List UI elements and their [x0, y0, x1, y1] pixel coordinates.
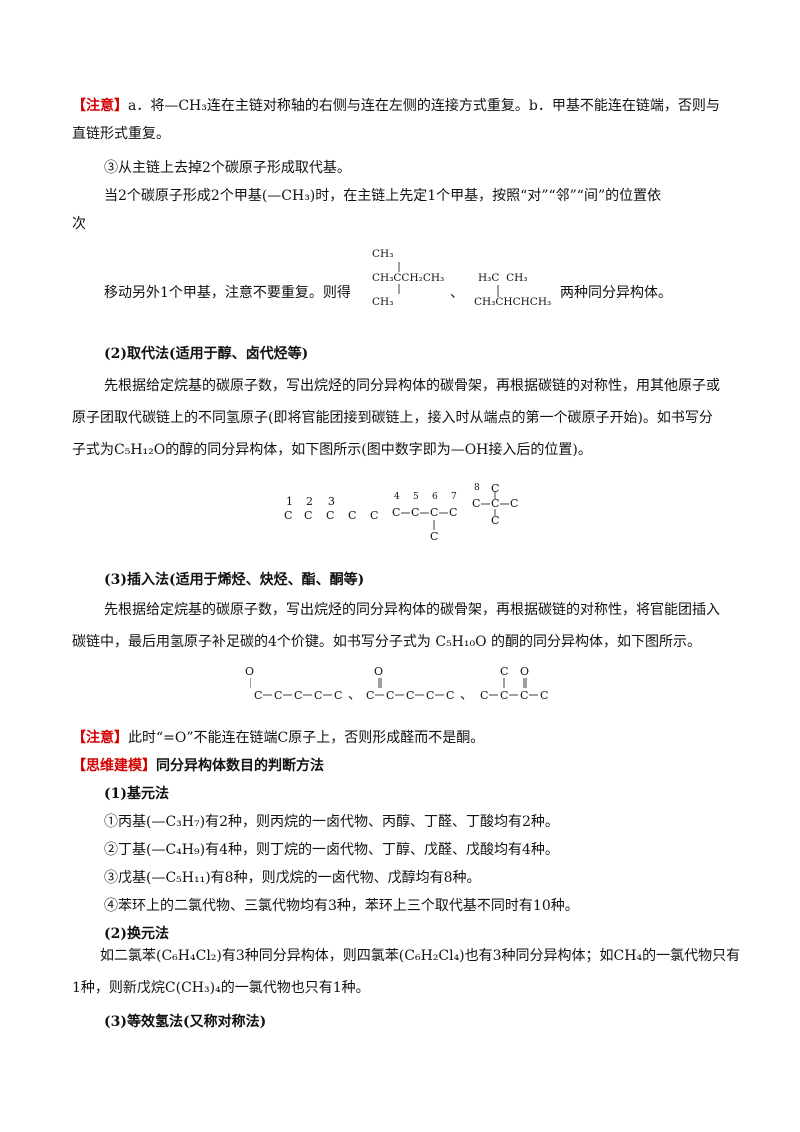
carbon: C [348, 509, 357, 522]
carbon: C [386, 689, 395, 702]
carbon: C [500, 689, 509, 702]
sub-method-line-1: 先根据给定烷基的碳原子数，写出烷烃的同分异构体的碳骨架，再根据碳链的对称性，用其… [104, 378, 720, 394]
swap-method-line-1: 如二氯苯(C₆H₄Cl₂)有3种同分异构体，则四氯苯(C₆H₂Cl₄)也有3种同… [100, 948, 741, 964]
struct-separator: 、 [450, 285, 464, 301]
carbon: C [430, 506, 439, 519]
position-number: 7 [451, 492, 457, 502]
ketone-separator: 、 [348, 688, 362, 703]
position-number: 4 [394, 492, 400, 502]
position-number: 6 [432, 492, 438, 502]
carbon: C [491, 497, 500, 510]
model-title: 同分异构体数目的判断方法 [156, 758, 324, 774]
struct-1-mid: CH₃CCH₂CH₃ [372, 272, 445, 284]
note-tag: 【注意】 [72, 98, 128, 114]
list-item: ④苯环上的二氯代物、三氯代物均有3种，苯环上三个取代基不同时有10种。 [104, 898, 579, 914]
note-tag: 【注意】 [72, 730, 128, 746]
struct-1-bonds [398, 262, 400, 294]
struct-1-top: CH₃ [372, 248, 394, 260]
position-number: 2 [306, 495, 313, 508]
carbon: C [411, 506, 420, 519]
carbon: C [491, 482, 500, 495]
two-methyl-line-1: 当2个碳原子形成2个甲基(—CH₃)时，在主链上先定1个甲基，按照“对”“邻”“… [104, 188, 662, 204]
step-3: ③从主链上去掉2个碳原子形成取代基。 [104, 160, 351, 176]
alcohol-bonds [401, 491, 509, 530]
oxygen: O [520, 665, 530, 678]
sub-method-line-2: 原子团取代碳链上的不同氢原子(即将官能团接到碳链上，接入时从端点的第一个碳原子开… [72, 410, 713, 426]
swap-method-body: 如二氯苯(C₆H₄Cl₂)有3种同分异构体，则四氯苯(C₆H₂Cl₄)也有3种同… [72, 940, 752, 1004]
equiv-method-heading: (3)等效氢法(又称对称法) [104, 1014, 267, 1030]
carbon: C [370, 509, 379, 522]
model-heading: 【思维建模】同分异构体数目的判断方法 [72, 752, 324, 780]
two-methyl-line-2: 次 [72, 216, 86, 232]
carbon: C [254, 689, 263, 702]
base-method-list: ①丙基(—C₃H₇)有2种，则丙烷的一卤代物、丙醇、丁醛、丁酸均有2种。 ②丁基… [104, 808, 744, 920]
carbon: C [510, 497, 519, 510]
sub-method-line-3: 子式为C₅H₁₂O的醇的同分异构体，如下图所示(图中数字即为—OH接入后的位置)… [72, 442, 592, 458]
carbon: C [284, 509, 293, 522]
note-text: a．将—CH₃连在主链对称轴的右侧与连在左侧的连接方式重复。b．甲基不能连在链端… [128, 98, 720, 114]
carbon: C [480, 689, 489, 702]
insert-method-body: 先根据给定烷基的碳原子数，写出烷烃的同分异构体的碳骨架，再根据碳链的对称性，将官… [72, 594, 742, 658]
two-methyl-line-3b: 两种同分异构体。 [560, 285, 672, 301]
carbon: C [334, 689, 343, 702]
carbon: C [426, 689, 435, 702]
list-item: ①丙基(—C₃H₇)有2种，则丙烷的一卤代物、丙醇、丁醛、丁酸均有2种。 [104, 814, 559, 830]
insert-method-line-2: 碳链中，最后用氢原子补足碳的4个价键。如书写分子式为 C₅H₁₀O 的酮的同分异… [72, 634, 702, 650]
list-item: ③戊基(—C₅H₁₁)有8种，则戊烷的一卤代物、戊醇均有8种。 [104, 870, 481, 886]
position-number: 5 [413, 492, 419, 502]
base-method-heading: (1)基元法 [104, 786, 169, 802]
carbon: C [314, 689, 323, 702]
swap-method-line-2: 1种，则新戊烷C(CH₃)₄的一氯代物也只有1种。 [72, 980, 370, 996]
oxygen: O [245, 665, 255, 678]
carbon: C [472, 497, 481, 510]
carbon: C [449, 506, 458, 519]
carbon: C [294, 689, 303, 702]
carbon: C [446, 689, 455, 702]
sub-method-heading: (2)取代法(适用于醇、卤代烃等) [104, 346, 309, 362]
struct-2-top: H₃C CH₃ [478, 272, 528, 284]
insert-method-heading: (3)插入法(适用于烯烃、炔烃、酯、酮等) [104, 572, 365, 588]
insert-method-line-1: 先根据给定烷基的碳原子数，写出烷烃的同分异构体的碳骨架，再根据碳链的对称性，将官… [104, 602, 720, 618]
carbon: C [366, 689, 375, 702]
carbon: C [540, 689, 549, 702]
carbon: C [430, 530, 439, 543]
ketone-separator: 、 [460, 688, 474, 703]
note-text: 此时“=O”不能连在链端C原子上，否则形成醛而不是酮。 [128, 730, 485, 746]
struct-2-bot: CH₃CHCHCH₃ [474, 296, 552, 308]
position-number: 8 [474, 483, 480, 493]
carbon: C [326, 509, 335, 522]
carbon: C [274, 689, 283, 702]
struct-2-bonds [497, 285, 499, 297]
oxygen: O [374, 665, 384, 678]
carbon: C [520, 689, 529, 702]
carbon: C [406, 689, 415, 702]
note-text-cont: 直链形式重复。 [72, 126, 170, 142]
carbon: C [304, 509, 313, 522]
two-methyl-para: 当2个碳原子形成2个甲基(—CH₃)时，在主链上先定1个甲基，按照“对”“邻”“… [104, 182, 744, 210]
swap-method-heading: (2)换元法 [104, 926, 169, 942]
list-item: ②丁基(—C₄H₉)有4种，则丁烷的一卤代物、丁醇、戊醛、戊酸均有4种。 [104, 842, 559, 858]
model-tag: 【思维建模】 [72, 758, 156, 774]
carbon: C [392, 506, 401, 519]
position-number: 3 [328, 495, 335, 508]
carbon: C [500, 665, 509, 678]
ketone-bonds [250, 678, 538, 696]
note-2: 【注意】此时“=O”不能连在链端C原子上，否则形成醛而不是酮。 [72, 724, 484, 752]
two-methyl-line-3a: 移动另外1个甲基，注意不要重复。则得 [104, 285, 351, 301]
position-number: 1 [286, 495, 293, 508]
sub-method-body: 先根据给定烷基的碳原子数，写出烷烃的同分异构体的碳骨架，再根据碳链的对称性，用其… [72, 370, 742, 466]
note-1: 【注意】a．将—CH₃连在主链对称轴的右侧与连在左侧的连接方式重复。b．甲基不能… [72, 92, 732, 148]
carbon: C [491, 514, 500, 527]
struct-1-bot: CH₃ [372, 296, 394, 308]
